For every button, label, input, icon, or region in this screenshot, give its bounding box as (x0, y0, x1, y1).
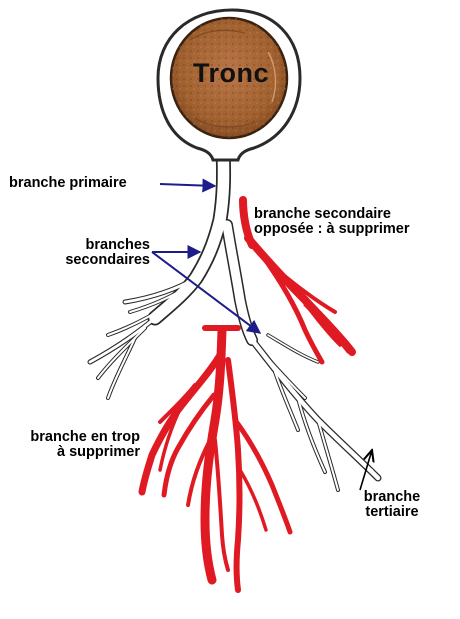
opposite-secondary-branch-red (239, 196, 356, 365)
extra-branch-red (138, 325, 293, 593)
primary-branch-arrow (159, 178, 217, 193)
label-secondary-branches: branches secondaires (65, 237, 150, 268)
kept-white-branches (87, 140, 382, 492)
trunk-cross-section (156, 8, 302, 162)
label-primary-branch: branche primaire (9, 175, 127, 191)
label-tertiary-branch: branche tertiaire (363, 489, 421, 520)
annotation-arrows (151, 178, 372, 491)
trunk-label: Tronc (192, 58, 269, 88)
label-extra-branch: branche en trop à supprimer (30, 429, 140, 460)
secondary-arrow-right (151, 251, 262, 334)
label-opposite-secondary-branch: branche secondaire opposée : à supprimer (254, 206, 410, 237)
tertiary-arrow (359, 450, 372, 491)
